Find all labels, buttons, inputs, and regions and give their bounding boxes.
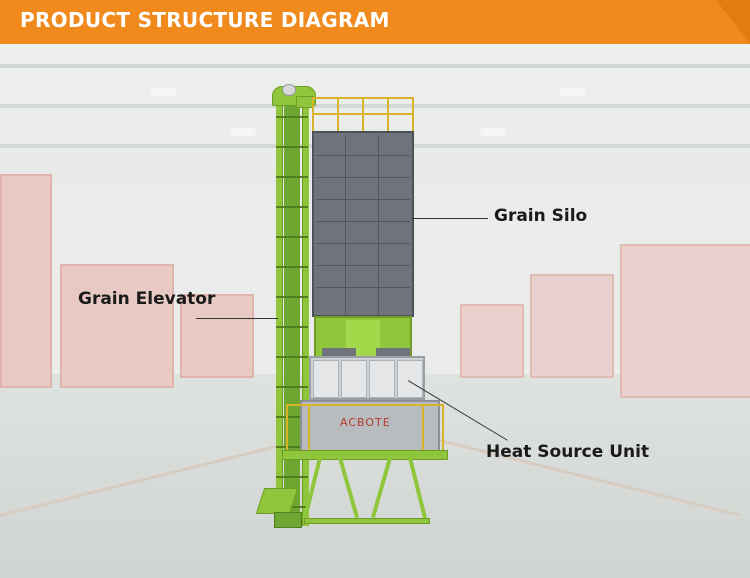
grain-silo-label: Grain Silo (494, 206, 588, 226)
grain-elevator (276, 96, 312, 526)
fan-unit (309, 356, 425, 400)
elevator-head-cap (282, 84, 296, 96)
railing-post (337, 99, 339, 133)
top-railing (312, 97, 414, 133)
elevator-rung (276, 206, 308, 208)
elevator-shaft (284, 96, 300, 526)
grain-silo (312, 131, 414, 317)
railing-post (412, 99, 414, 133)
factory-background (0, 44, 750, 578)
railing-post (312, 99, 314, 133)
elevator-rung (276, 266, 308, 268)
elevator-rail (276, 96, 283, 526)
background-machine (460, 304, 524, 378)
brand-logo: ACBOTE (340, 416, 391, 429)
railing-post (362, 99, 364, 133)
ceiling-beam (0, 104, 750, 108)
background-machine (0, 174, 52, 388)
silo-seam (316, 199, 410, 200)
elevator-rung (276, 176, 308, 178)
elevator-rung (276, 416, 308, 418)
ceiling-lamp (560, 88, 586, 96)
elevator-rung (276, 476, 308, 478)
fan-panel (313, 360, 339, 398)
railing-post (422, 406, 424, 452)
heat-source-unit-label: Heat Source Unit (486, 442, 650, 462)
elevator-foot (274, 512, 302, 528)
fan-panel (341, 360, 367, 398)
silo-seam (316, 177, 410, 178)
support-brace (370, 457, 392, 519)
silo-seam (316, 265, 410, 266)
fan-cap (376, 348, 410, 358)
ceiling-beam (0, 64, 750, 68)
background-machine (530, 274, 614, 378)
background-machine (60, 264, 174, 388)
platform-deck (282, 450, 448, 460)
elevator-rung (276, 356, 308, 358)
support-leg (408, 457, 427, 519)
platform-railing (286, 404, 444, 452)
header-bar: PRODUCT STRUCTURE DIAGRAM (0, 0, 750, 44)
silo-seam (316, 221, 410, 222)
elevator-rung (276, 116, 308, 118)
fan-panel (397, 360, 423, 398)
elevator-rung (276, 446, 308, 448)
elevator-rail (302, 96, 309, 526)
background-machine (180, 294, 254, 378)
background-machine (620, 244, 750, 398)
grain-silo-leader-line (412, 218, 488, 219)
page-title: PRODUCT STRUCTURE DIAGRAM (20, 8, 390, 32)
support-brace (338, 457, 360, 519)
railing-post (387, 99, 389, 133)
silo-seam (378, 135, 379, 315)
ceiling-lamp (150, 88, 176, 96)
elevator-rung (276, 326, 308, 328)
fan-panel (369, 360, 395, 398)
ceiling-lamp (480, 128, 506, 136)
elevator-rung (276, 296, 308, 298)
elevator-rung (276, 386, 308, 388)
base-frame (304, 518, 430, 524)
elevator-rung (276, 236, 308, 238)
railing-post (308, 406, 310, 452)
silo-seam (316, 243, 410, 244)
grain-elevator-leader-line (196, 318, 278, 319)
ceiling-lamp (230, 128, 256, 136)
silo-seam (316, 287, 410, 288)
elevator-rung (276, 146, 308, 148)
header-corner (716, 0, 750, 44)
fan-cap (322, 348, 356, 358)
grain-elevator-label: Grain Elevator (78, 289, 216, 309)
heat-source-unit: ACBOTE (300, 400, 440, 452)
silo-seam (345, 135, 346, 315)
silo-seam (316, 155, 410, 156)
